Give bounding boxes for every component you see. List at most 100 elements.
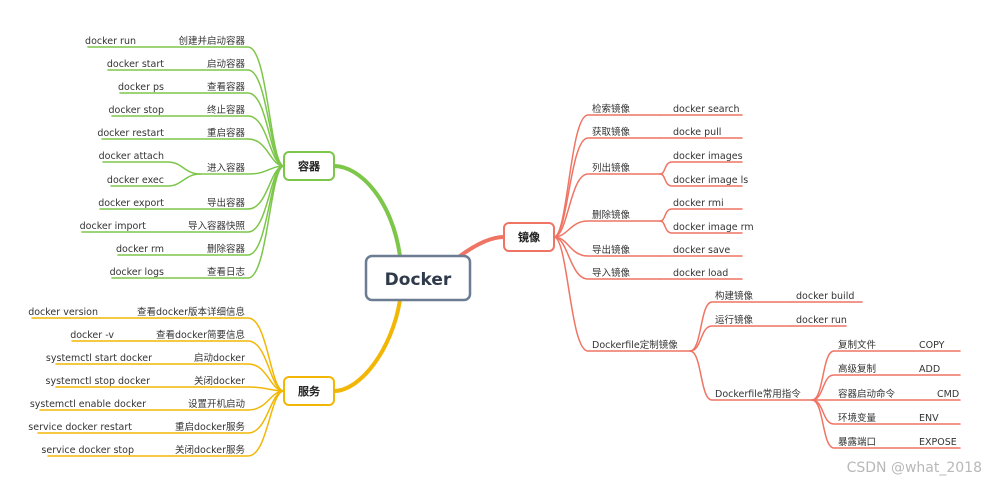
- service-leaf-cmd[interactable]: service docker stop: [41, 445, 134, 456]
- container-leaf-cmd[interactable]: docker ps: [118, 82, 164, 93]
- dockerfile-run-desc[interactable]: 运行镜像: [715, 314, 754, 326]
- edge-service-leaf: [31, 317, 285, 392]
- container-leaf-cmd[interactable]: docker stop: [108, 105, 164, 116]
- edge-image-item: [553, 137, 661, 238]
- dockerfile-instructions-label[interactable]: Dockerfile常用指令: [715, 388, 801, 400]
- instruction-desc[interactable]: 容器启动命令: [838, 388, 896, 400]
- service-leaf-desc[interactable]: 关闭docker服务: [175, 444, 245, 456]
- instruction-desc[interactable]: 复制文件: [838, 339, 877, 351]
- root-label: Docker: [385, 270, 452, 290]
- edge-container-leaf: [107, 69, 285, 167]
- root-node[interactable]: Docker: [364, 254, 472, 302]
- branch-label-container: 容器: [297, 159, 321, 173]
- container-leaf-desc[interactable]: 导出容器: [207, 197, 246, 209]
- edge-container-exec: [110, 173, 201, 187]
- image-item-cmd[interactable]: docker images: [673, 151, 743, 162]
- container-leaf-cmd[interactable]: docker exec: [107, 175, 164, 186]
- container-leaf-desc[interactable]: 启动容器: [207, 58, 246, 70]
- container-leaf-cmd[interactable]: docker attach: [99, 151, 164, 162]
- container-leaf-cmd[interactable]: docker rm: [116, 244, 164, 255]
- branch-node-container[interactable]: 容器: [283, 151, 335, 181]
- edge-dockerfile-instructions: [689, 350, 813, 401]
- container-leaf-desc[interactable]: 重启容器: [207, 127, 246, 139]
- image-item-cmd[interactable]: docker search: [673, 104, 740, 115]
- service-leaf-cmd[interactable]: docker version: [28, 307, 98, 318]
- service-leaf-desc[interactable]: 启动docker: [194, 352, 245, 364]
- edge-instruction: [811, 399, 961, 449]
- image-item-cmd[interactable]: docker image rm: [673, 222, 754, 233]
- image-item-cmd[interactable]: docker image ls: [673, 175, 748, 186]
- edge-service-leaf: [55, 363, 285, 392]
- image-item-desc[interactable]: 导出镜像: [592, 244, 631, 256]
- edge-image-cmd: [659, 173, 743, 187]
- edge-image-item: [553, 236, 661, 280]
- image-item-cmd[interactable]: docker rmi: [673, 198, 724, 209]
- dockerfile-build-cmd[interactable]: docker build: [796, 291, 854, 302]
- container-leaf-cmd[interactable]: docker run: [85, 36, 136, 47]
- service-leaves: docker version 查看docker版本详细信息 docker -v …: [28, 306, 245, 456]
- image-item-cmd[interactable]: docker load: [673, 268, 728, 279]
- edge-instruction: [811, 374, 961, 401]
- edge-image-item: [553, 220, 661, 238]
- service-leaf-cmd[interactable]: service docker restart: [28, 422, 132, 433]
- service-leaf-desc[interactable]: 关闭docker: [194, 375, 245, 387]
- container-leaf-desc[interactable]: 终止容器: [207, 104, 246, 116]
- service-leaf-desc[interactable]: 设置开机启动: [188, 398, 245, 410]
- instruction-desc[interactable]: 环境变量: [838, 412, 877, 424]
- service-leaf-desc[interactable]: 重启docker服务: [175, 421, 245, 433]
- edge-image-cmd: [659, 220, 743, 234]
- instruction-cmd[interactable]: EXPOSE: [919, 437, 957, 448]
- instruction-cmd[interactable]: COPY: [919, 340, 945, 351]
- image-item-desc[interactable]: 列出镜像: [592, 162, 631, 174]
- image-item-cmd[interactable]: docke pull: [673, 127, 721, 138]
- container-leaf-cmd[interactable]: docker import: [80, 221, 147, 232]
- image-item-desc[interactable]: 获取镜像: [592, 126, 631, 138]
- edge-root-container: [332, 164, 402, 258]
- container-group-enter[interactable]: 进入容器: [207, 162, 246, 174]
- instruction-cmd[interactable]: ENV: [919, 413, 939, 424]
- edge-service-leaf: [47, 390, 285, 457]
- container-leaf-desc[interactable]: 导入容器快照: [188, 220, 246, 232]
- edge-root-image: [458, 235, 506, 258]
- instruction-cmd[interactable]: ADD: [919, 364, 940, 375]
- branch-node-image[interactable]: 镜像: [503, 222, 555, 252]
- service-leaf-desc[interactable]: 查看docker简要信息: [156, 329, 245, 341]
- edge-container-leaf: [119, 92, 285, 167]
- image-item-desc[interactable]: 删除镜像: [592, 209, 631, 221]
- branch-label-image: 镜像: [518, 230, 541, 244]
- edge-container-leaf: [111, 165, 285, 279]
- instruction-cmd[interactable]: CMD: [937, 389, 959, 400]
- instruction-desc[interactable]: 暴露端口: [838, 436, 876, 448]
- watermark: CSDN @what_2018: [847, 460, 982, 476]
- container-leaf-cmd[interactable]: docker start: [107, 59, 164, 70]
- service-leaf-cmd[interactable]: systemctl start docker: [46, 353, 152, 364]
- dockerfile-run-cmd[interactable]: docker run: [796, 315, 847, 326]
- image-item-cmd[interactable]: docker save: [673, 245, 730, 256]
- edge-dockerfile: [553, 236, 691, 352]
- edge-container-attach: [102, 161, 201, 175]
- container-leaf-desc[interactable]: 删除容器: [207, 243, 246, 255]
- container-leaf-cmd[interactable]: docker export: [98, 198, 164, 209]
- container-leaf-cmd[interactable]: docker restart: [97, 128, 164, 139]
- service-leaf-cmd[interactable]: docker -v: [70, 330, 114, 341]
- dockerfile-label[interactable]: Dockerfile定制镜像: [592, 339, 678, 351]
- instruction-desc[interactable]: 高级复制: [838, 363, 876, 375]
- image-item-desc[interactable]: 导入镜像: [592, 267, 631, 279]
- dockerfile-build-desc[interactable]: 构建镜像: [715, 290, 754, 302]
- container-leaves: docker run 创建并启动容器 docker start 启动容器 doc…: [80, 35, 246, 278]
- container-leaf-desc[interactable]: 查看日志: [207, 266, 245, 278]
- image-item-desc[interactable]: 检索镜像: [592, 103, 631, 115]
- service-leaf-cmd[interactable]: systemctl stop docker: [46, 376, 151, 387]
- image-items: 检索镜像 docker search 获取镜像 docke pull 列出镜像 …: [592, 103, 959, 448]
- service-leaf-cmd[interactable]: systemctl enable docker: [30, 399, 146, 410]
- branch-node-service[interactable]: 服务: [283, 376, 335, 406]
- edge-image-cmd: [659, 161, 743, 175]
- edge-container-leaf: [101, 138, 285, 167]
- container-leaf-cmd[interactable]: docker logs: [110, 267, 164, 278]
- edge-service-leaf: [55, 386, 285, 392]
- container-leaf-desc[interactable]: 创建并启动容器: [178, 35, 245, 47]
- service-leaf-desc[interactable]: 查看docker版本详细信息: [137, 306, 245, 318]
- container-leaf-desc[interactable]: 查看容器: [207, 81, 246, 93]
- edge-root-service: [332, 298, 402, 393]
